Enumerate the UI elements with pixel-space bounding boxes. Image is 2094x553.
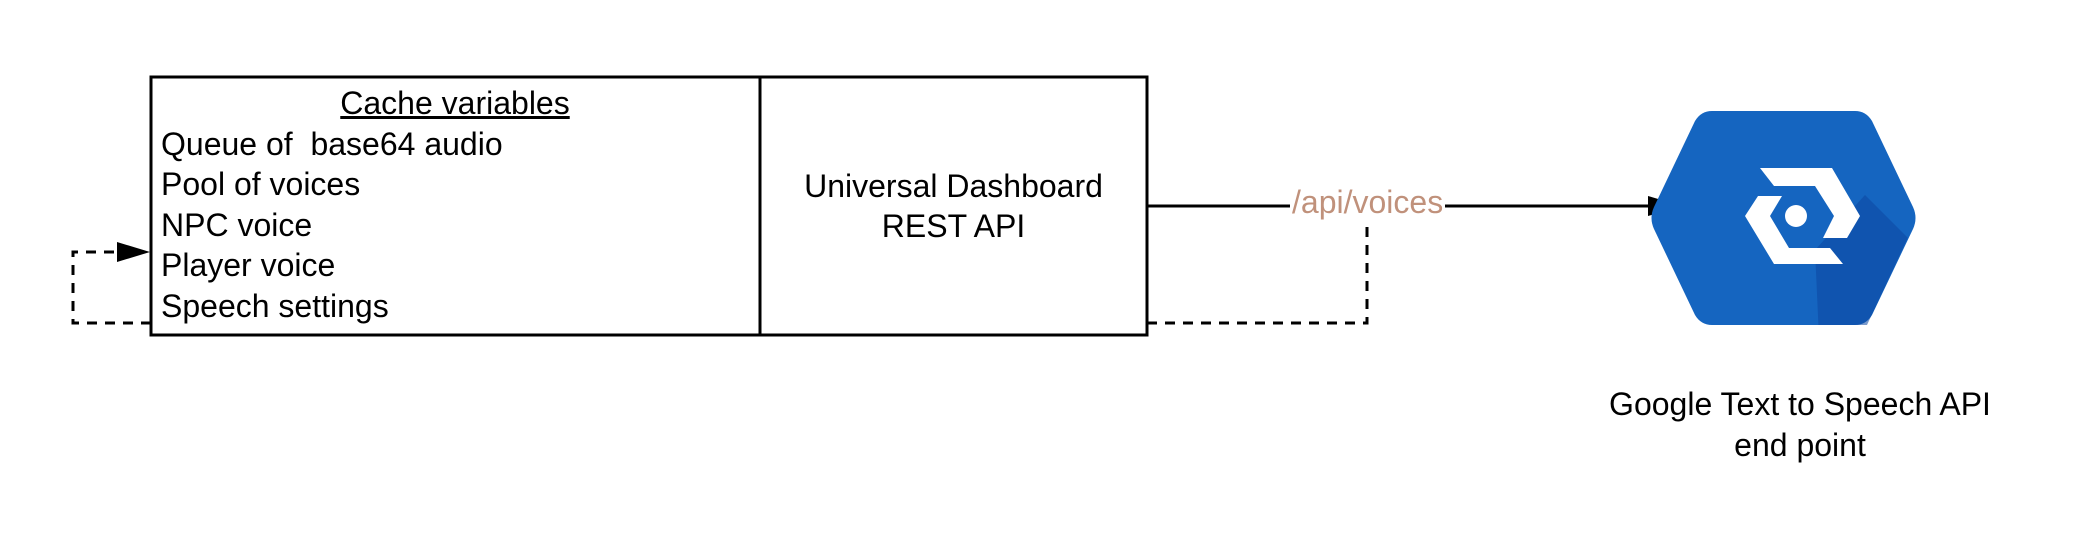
cache-variables-title: Cache variables [340,85,570,121]
rest-api-panel: Universal Dashboard REST API [760,77,1147,335]
google-tts-caption: Google Text to Speech API end point [1560,384,2040,466]
cache-item-speech-settings: Speech settings [161,287,389,324]
cache-item-voice-pool: Pool of voices [161,166,361,202]
cache-item-audio-queue: Queue of base64 audio [161,125,503,162]
cache-item-player-voice: Player voice [161,247,336,283]
google-tts-caption-line1: Google Text to Speech API [1609,386,1991,422]
google-tts-caption-line2: end point [1734,427,1866,463]
cache-self-loop-arrowhead [117,242,150,262]
cache-variables-panel: Cache variables Queue of base64 audio Po… [151,77,759,335]
rest-api-label-line2: REST API [881,208,1026,244]
rest-api-label-line1: Universal Dashboard [804,168,1103,204]
voices-response-edge [1147,226,1369,325]
voices-endpoint-label: /api/voices [1290,182,1446,222]
cache-self-loop-edge [71,250,151,325]
cache-item-npc-voice: NPC voice [161,206,313,243]
google-cloud-hexagon-icon [1651,111,1917,325]
